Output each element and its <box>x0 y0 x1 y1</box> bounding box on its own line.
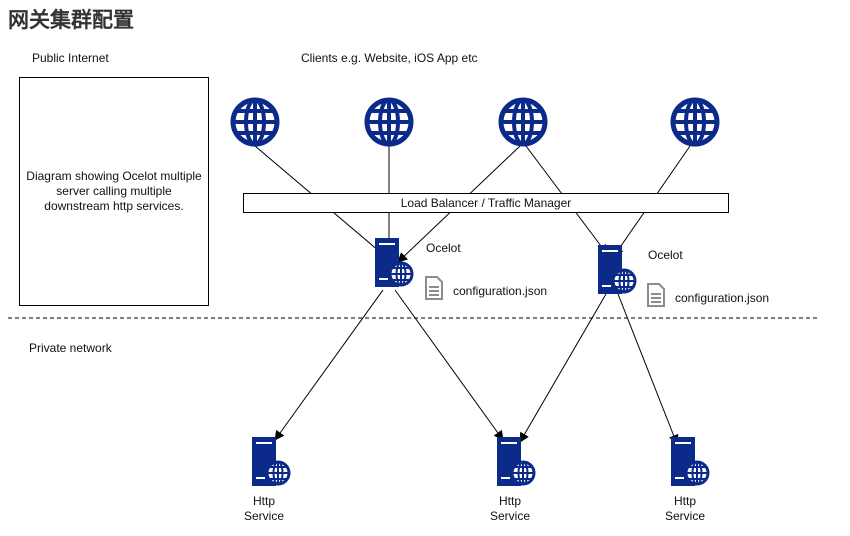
service-3-label: Http Service <box>655 494 715 524</box>
service-3-line1: Http <box>673 494 696 508</box>
service-1-line1: Http <box>252 494 275 508</box>
gateway-1-name: Ocelot <box>426 241 461 255</box>
connector-gateway1-service1 <box>274 289 384 441</box>
globe-icon <box>364 97 414 147</box>
gateway-2-config: configuration.json <box>675 291 770 305</box>
service-3-line2: Service <box>664 509 705 523</box>
connector-gateway2-service2 <box>519 293 607 443</box>
description-box: Diagram showing Ocelot multiple server c… <box>19 77 209 306</box>
gateway-1-config: configuration.json <box>453 284 548 298</box>
service-server-icon <box>497 437 536 486</box>
gateway-server-icon <box>598 245 637 294</box>
private-network-label: Private network <box>29 341 112 355</box>
clients-label: Clients e.g. Website, iOS App etc <box>301 51 478 65</box>
gateway-server-icon <box>375 238 414 287</box>
document-icon <box>425 276 443 300</box>
globe-icon <box>670 97 720 147</box>
load-balancer-label: Load Balancer / Traffic Manager <box>400 196 572 210</box>
service-2-line2: Service <box>489 509 530 523</box>
service-1-line2: Service <box>243 509 284 523</box>
description-text: Diagram showing Ocelot multiple server c… <box>26 169 202 213</box>
load-balancer-box: Load Balancer / Traffic Manager <box>243 193 729 213</box>
globe-icon <box>230 97 280 147</box>
globe-icon <box>498 97 548 147</box>
connector-gateway2-service3 <box>617 293 679 445</box>
page-title: 网关集群配置 <box>8 8 134 32</box>
document-icon <box>647 283 665 307</box>
service-1-label: Http Service <box>234 494 294 524</box>
connector-gateway1-service2 <box>394 289 504 441</box>
service-2-line1: Http <box>498 494 521 508</box>
service-2-label: Http Service <box>480 494 540 524</box>
service-server-icon <box>671 437 710 486</box>
public-internet-label: Public Internet <box>32 51 109 65</box>
gateway-2-name: Ocelot <box>648 248 683 262</box>
service-server-icon <box>252 437 291 486</box>
